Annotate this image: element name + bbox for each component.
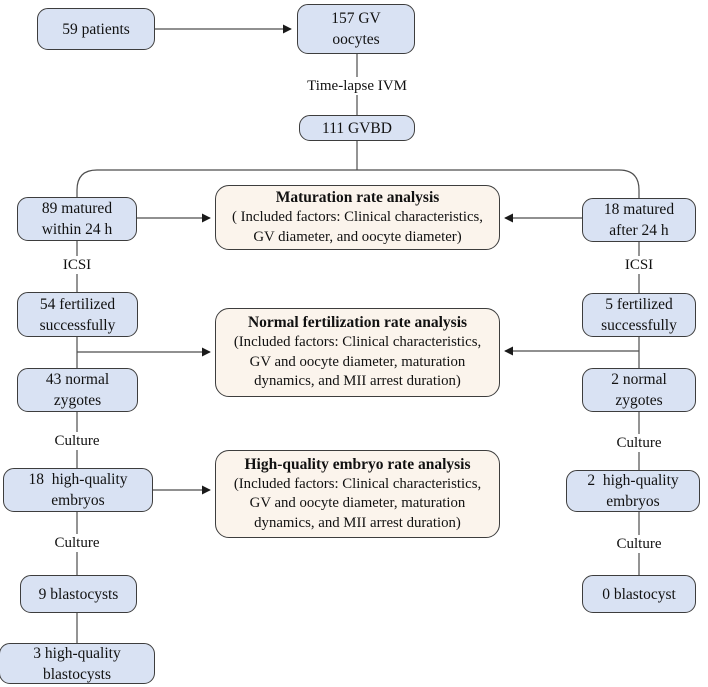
- edge-label-time-lapse-ivm: Time-lapse IVM: [303, 77, 411, 95]
- edge-gvbd-branch: [76, 169, 640, 198]
- edge-label-culture-right-2: Culture: [612, 535, 666, 553]
- node-89-matured-within-24h: 89 matured within 24 h: [17, 197, 137, 241]
- edge-label-icsi-left: ICSI: [58, 256, 96, 274]
- fertilization-analysis-title: Normal fertilization rate analysis: [247, 314, 468, 332]
- node-59-patients: 59 patients: [37, 8, 155, 50]
- box-normal-fertilization-rate-analysis: Normal fertilization rate analysis (Incl…: [215, 308, 500, 397]
- node-43-normal-zygotes: 43 normal zygotes: [17, 368, 138, 412]
- edge-label-culture-right-1: Culture: [612, 434, 666, 452]
- node-2-normal-zygotes: 2 normal zygotes: [582, 368, 696, 412]
- embryo-analysis-factors: (Included factors: Clinical characterist…: [233, 475, 482, 531]
- edge-label-icsi-right: ICSI: [620, 256, 658, 274]
- maturation-analysis-title: Maturation rate analysis: [275, 189, 440, 206]
- node-9-blastocysts: 9 blastocysts: [20, 575, 137, 613]
- node-5-fertilized: 5 fertilized successfully: [582, 293, 696, 337]
- node-18-matured-after-24h: 18 matured after 24 h: [582, 198, 696, 242]
- maturation-analysis-factors: ( Included factors: Clinical characteris…: [231, 209, 484, 245]
- box-maturation-rate-analysis: Maturation rate analysis ( Included fact…: [215, 185, 500, 250]
- edge-label-culture-left-2: Culture: [50, 534, 104, 552]
- node-157-gv-oocytes: 157 GV oocytes: [297, 4, 415, 54]
- fertilization-analysis-factors: (Included factors: Clinical characterist…: [233, 334, 482, 390]
- node-0-blastocyst: 0 blastocyst: [582, 575, 696, 613]
- edge-label-culture-left-1: Culture: [50, 432, 104, 450]
- node-111-gvbd: 111 GVBD: [299, 115, 415, 141]
- node-3-high-quality-blastocysts: 3 high-quality blastocysts: [0, 643, 155, 684]
- node-18-high-quality-embryos: 18 high-quality embryos: [3, 468, 153, 512]
- node-54-fertilized: 54 fertilized successfully: [17, 292, 138, 337]
- box-high-quality-embryo-rate-analysis: High-quality embryo rate analysis (Inclu…: [215, 450, 500, 538]
- node-2-high-quality-embryos: 2 high-quality embryos: [566, 470, 700, 512]
- embryo-analysis-title: High-quality embryo rate analysis: [244, 455, 471, 473]
